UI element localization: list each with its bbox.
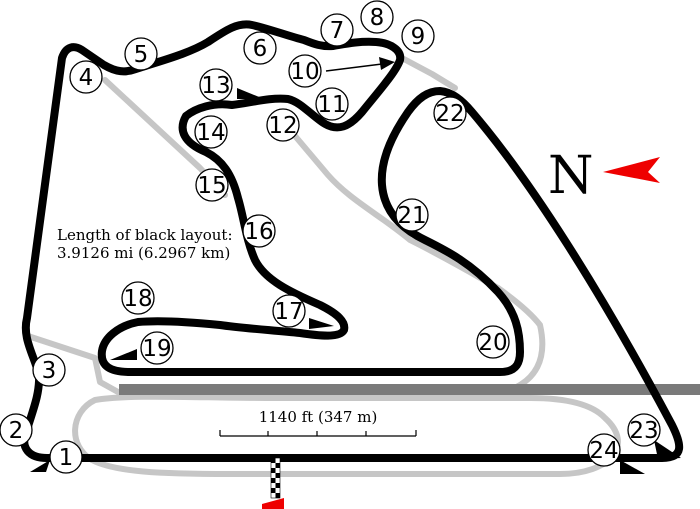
turn-circle (195, 168, 229, 202)
turn-15-marker: 15 (195, 168, 229, 202)
pit-lane (119, 384, 700, 395)
turn-circle (124, 37, 158, 71)
turn-circle (288, 54, 322, 88)
turn-circle (32, 353, 66, 387)
turn-number: 6 (253, 36, 268, 62)
north-label: N (548, 146, 594, 206)
turn-circle (49, 440, 83, 474)
map-data-note: Map based on data from June 8, 2006 (317, 453, 461, 462)
turn-3-marker: 3 (32, 353, 66, 387)
turn-10-pointer-line (325, 63, 383, 72)
turn-number: 18 (123, 286, 152, 312)
turn-number: 17 (274, 299, 303, 325)
turn-number: 20 (478, 330, 507, 356)
turn-10-pointer-head (379, 57, 395, 70)
direction-marker-turn-24 (620, 460, 645, 474)
turn-11-marker: 11 (315, 87, 349, 121)
layout-length-label: Length of black layout: (57, 226, 233, 244)
start-finish-line (262, 457, 284, 509)
turn-4-marker: 4 (69, 60, 103, 94)
direction-markers (30, 88, 681, 474)
turn-10-marker: 10 (288, 54, 322, 88)
turn-8-marker: 8 (360, 0, 394, 34)
turn-circle (194, 115, 228, 149)
turn-circle (395, 198, 429, 232)
turn-5-marker: 5 (124, 37, 158, 71)
turn-23-marker: 23 (627, 413, 661, 447)
turn-14-marker: 14 (194, 115, 228, 149)
turn-number: 3 (42, 358, 57, 384)
turn-18-marker: 18 (121, 281, 155, 315)
turn-circle (315, 87, 349, 121)
turn-19-marker: 19 (140, 331, 174, 365)
scale-bar (219, 430, 417, 437)
direction-marker-turn-19 (110, 349, 137, 360)
turn-circle (433, 96, 467, 130)
turn-2-marker: 2 (0, 413, 33, 447)
start-direction-arrow-icon (262, 498, 284, 509)
turn-20-marker: 20 (476, 325, 510, 359)
turn-9-marker: 9 (401, 19, 435, 53)
turn-number: 10 (290, 59, 319, 85)
turn-number: 5 (134, 42, 149, 68)
north-arrow-icon (603, 157, 660, 183)
turn-circle (121, 281, 155, 315)
turn-21-marker: 21 (395, 198, 429, 232)
turn-17-marker: 17 (272, 294, 306, 328)
turn-number: 24 (589, 438, 618, 464)
chequered-flag-icon (271, 458, 280, 498)
turn-number: 9 (411, 24, 426, 50)
turn-13-marker: 13 (199, 68, 233, 102)
turn-number: 4 (79, 65, 94, 91)
turn-circle (0, 413, 33, 447)
turn-1-marker: 1 (49, 440, 83, 474)
turn-24-marker: 24 (587, 433, 621, 467)
turn-number: 1 (59, 445, 74, 471)
turn-circle (476, 325, 510, 359)
direction-marker-turn-13 (237, 88, 264, 99)
scale-bar-label: 1140 ft (347 m) (259, 408, 378, 426)
turn-12-marker: 12 (266, 108, 300, 142)
turn-circle (587, 433, 621, 467)
direction-marker-turn-23 (654, 440, 681, 459)
turn-circle (266, 108, 300, 142)
turn-number: 2 (9, 418, 24, 444)
turn-number: 19 (142, 336, 171, 362)
turn-9-shortcut-layout (399, 55, 458, 91)
direction-marker-turn-1 (30, 460, 50, 472)
turn-number: 7 (330, 18, 345, 44)
turn-number: 16 (244, 219, 273, 245)
turn-circle (243, 31, 277, 65)
turn-circle (272, 294, 306, 328)
turn-circle (140, 331, 174, 365)
turn-number: 8 (370, 5, 385, 31)
layout-length-value: 3.9126 mi (6.2967 km) (57, 244, 230, 262)
turn-number: 21 (397, 203, 426, 229)
turn-7-marker: 7 (320, 13, 354, 47)
turn-circle (401, 19, 435, 53)
turn-circle (627, 413, 661, 447)
turn-number: 11 (317, 92, 346, 118)
direction-marker-turn-17 (309, 318, 334, 329)
turn-circle (242, 214, 276, 248)
turn-number: 15 (197, 173, 226, 199)
turn-number: 23 (629, 418, 658, 444)
turn-number: 14 (196, 120, 225, 146)
turn-number: 13 (201, 73, 230, 99)
turn-16-marker: 16 (242, 214, 276, 248)
turn-number: 22 (435, 101, 464, 127)
turn-circle (360, 0, 394, 34)
turn-circle (199, 68, 233, 102)
turn-22-marker: 22 (433, 96, 467, 130)
turn-circle (320, 13, 354, 47)
turn-circle (69, 60, 103, 94)
turn-6-marker: 6 (243, 31, 277, 65)
turn-number: 12 (268, 113, 297, 139)
